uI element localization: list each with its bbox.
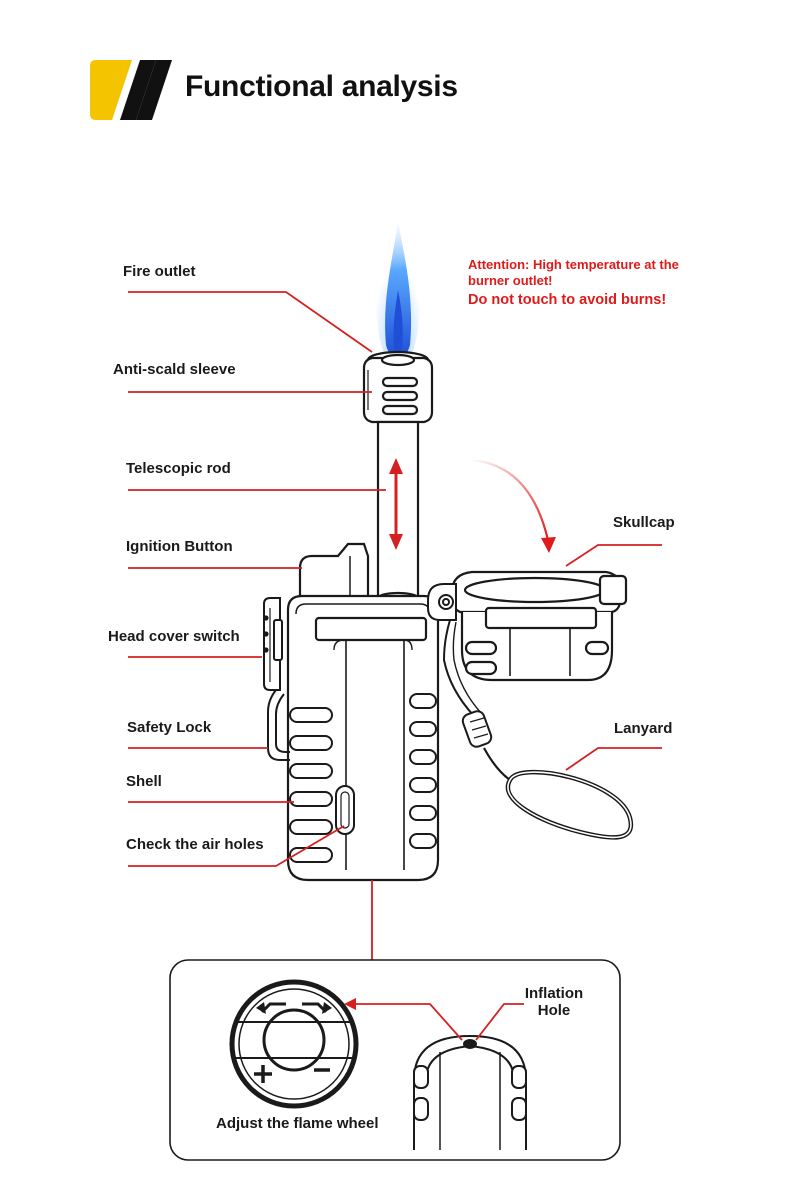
head-cover-switch-drawing	[263, 597, 283, 691]
right-grip-ribs	[409, 693, 437, 849]
flame-icon	[376, 222, 420, 370]
plus-icon	[254, 1065, 272, 1083]
header-logo-icon	[90, 60, 172, 120]
label-skullcap: Skullcap	[613, 514, 675, 531]
shell-drawing	[286, 594, 440, 882]
detail-leaders	[350, 1003, 524, 1041]
anti-scald-sleeve-drawing	[362, 350, 434, 424]
leader-skullcap	[565, 544, 662, 567]
label-adjust-flame-wheel: Adjust the flame wheel	[216, 1115, 379, 1132]
leader-lines	[128, 291, 662, 960]
label-inflation-hole: Inflation Hole	[509, 985, 599, 1019]
label-telescopic-rod: Telescopic rod	[126, 460, 231, 477]
extend-arrow-icon	[389, 458, 403, 550]
flame-wheel-icon	[229, 979, 359, 1109]
label-fire-outlet: Fire outlet	[123, 263, 196, 280]
lanyard-drawing	[442, 619, 634, 840]
logo-yellow-block	[90, 60, 132, 120]
label-lanyard: Lanyard	[614, 720, 673, 737]
skullcap-drawing	[450, 570, 628, 682]
label-safety-lock: Safety Lock	[127, 719, 212, 736]
safety-lock-drawing	[267, 689, 290, 761]
hinge-drawing	[427, 583, 457, 621]
label-inflation-hole-line1: Inflation	[524, 985, 584, 1002]
warning-high-temperature: Attention: High temperature at the burne…	[468, 257, 679, 288]
open-lid-arrow-icon	[469, 458, 556, 553]
label-anti-scald-sleeve: Anti-scald sleeve	[113, 361, 236, 378]
lighter-top-detail	[413, 1034, 527, 1150]
leader-fire-outlet	[128, 291, 373, 353]
label-inflation-hole-line2: Hole	[537, 1002, 571, 1019]
detail-arrow-left-icon	[344, 998, 356, 1010]
telescopic-rod-drawing	[376, 420, 420, 605]
logo-stripe-1	[120, 60, 156, 120]
air-hole-window	[335, 785, 355, 835]
label-check-air-holes: Check the air holes	[126, 836, 264, 853]
page-title: Functional analysis	[185, 70, 458, 103]
leader-lanyard	[565, 747, 662, 771]
label-shell: Shell	[126, 773, 162, 790]
label-ignition-button: Ignition Button	[126, 538, 233, 555]
warning-do-not-touch: Do not touch to avoid burns!	[468, 292, 667, 308]
ignition-button-drawing	[298, 542, 370, 606]
leader-air-holes	[128, 825, 345, 867]
label-head-cover-switch: Head cover switch	[108, 628, 240, 645]
logo-stripe-2	[136, 60, 172, 120]
